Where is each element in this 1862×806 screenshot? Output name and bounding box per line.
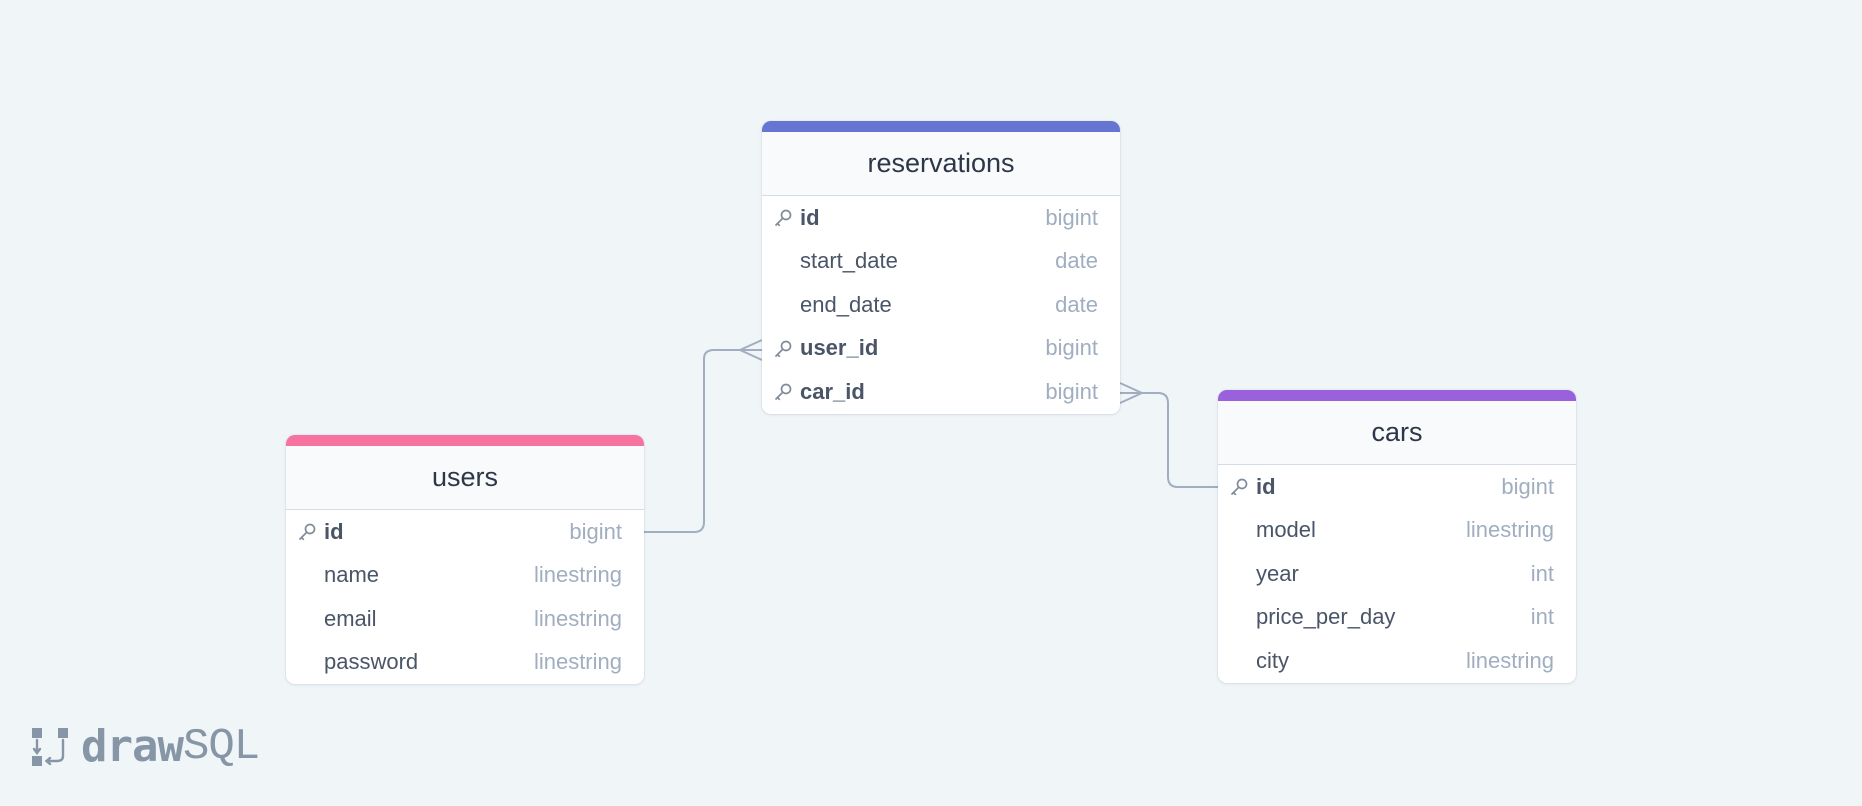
- field-name: year: [1256, 560, 1299, 586]
- field-type: bigint: [1501, 473, 1554, 499]
- field-type: linestring: [1465, 647, 1554, 673]
- relation-users-reservations: [644, 349, 762, 533]
- field-row-end_date[interactable]: end_date date: [762, 283, 1120, 327]
- key-icon: [1230, 478, 1248, 496]
- table-users[interactable]: users id bigint name linestring email li…: [286, 435, 644, 684]
- field-name: email: [324, 605, 377, 631]
- field-name: id: [324, 518, 344, 544]
- field-row-user_id[interactable]: user_id bigint: [762, 327, 1120, 371]
- field-row-id[interactable]: id bigint: [762, 196, 1120, 240]
- field-row-start_date[interactable]: start_date date: [762, 240, 1120, 284]
- key-icon: [298, 523, 316, 541]
- field-type: date: [1055, 248, 1098, 274]
- table-color-bar: [1218, 390, 1576, 401]
- field-type: linestring: [533, 649, 622, 675]
- field-name: price_per_day: [1256, 604, 1396, 630]
- field-name: password: [324, 649, 419, 675]
- field-type: bigint: [569, 518, 622, 544]
- field-name: user_id: [800, 335, 879, 361]
- field-row-model[interactable]: model linestring: [1218, 509, 1576, 553]
- field-type: int: [1530, 604, 1554, 630]
- logo-text-sql: SQL: [182, 721, 260, 772]
- logo-text-draw: draw: [81, 721, 184, 772]
- field-name: id: [1256, 473, 1276, 499]
- field-name: city: [1256, 647, 1289, 673]
- field-name: end_date: [800, 291, 892, 317]
- table-color-bar: [762, 121, 1120, 132]
- field-row-price_per_day[interactable]: price_per_day int: [1218, 596, 1576, 640]
- field-name: car_id: [800, 378, 865, 404]
- key-icon: [774, 340, 792, 357]
- field-type: bigint: [1045, 204, 1098, 230]
- key-icon: [774, 209, 792, 227]
- field-type: linestring: [533, 562, 622, 588]
- field-name: model: [1256, 517, 1316, 543]
- field-type: bigint: [1045, 378, 1098, 404]
- field-row-email[interactable]: email linestring: [286, 597, 644, 641]
- relation-cars-reservations: [1120, 392, 1218, 488]
- field-row-year[interactable]: year int: [1218, 552, 1576, 596]
- crowfoot-users-reservations: [739, 339, 763, 361]
- table-cars[interactable]: cars id bigint model linestring year int…: [1218, 390, 1576, 683]
- field-name: id: [800, 204, 820, 230]
- table-title[interactable]: reservations: [762, 132, 1120, 196]
- drawsql-logo-icon: [32, 727, 68, 766]
- crowfoot-cars-reservations: [1119, 382, 1143, 404]
- field-row-password[interactable]: password linestring: [286, 641, 644, 685]
- table-color-bar: [286, 435, 644, 446]
- field-type: linestring: [1465, 517, 1554, 543]
- field-row-car_id[interactable]: car_id bigint: [762, 370, 1120, 414]
- field-row-city[interactable]: city linestring: [1218, 639, 1576, 683]
- field-row-id[interactable]: id bigint: [1218, 465, 1576, 509]
- table-title[interactable]: cars: [1218, 401, 1576, 465]
- key-icon: [774, 383, 792, 401]
- field-row-name[interactable]: name linestring: [286, 554, 644, 598]
- table-title[interactable]: users: [286, 446, 644, 510]
- field-type: int: [1530, 560, 1554, 586]
- field-type: date: [1055, 291, 1098, 317]
- field-type: linestring: [533, 605, 622, 631]
- field-name: start_date: [800, 248, 898, 274]
- field-type: bigint: [1045, 335, 1098, 361]
- table-reservations[interactable]: reservations id bigint start_date date e…: [762, 121, 1120, 414]
- field-row-id[interactable]: id bigint: [286, 510, 644, 554]
- field-name: name: [324, 562, 380, 588]
